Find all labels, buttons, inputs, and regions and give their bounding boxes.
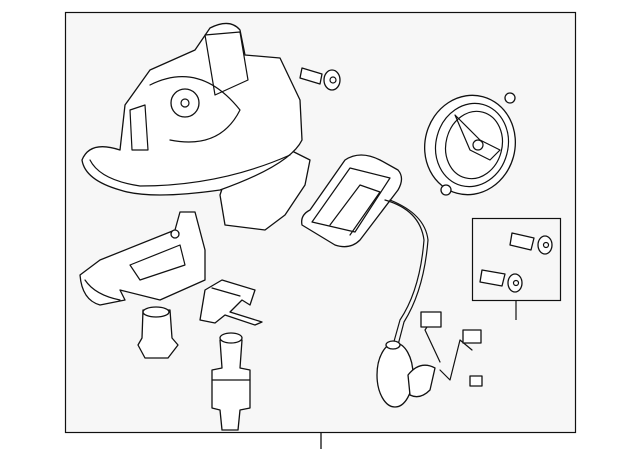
turn-signal-lamp	[79, 211, 206, 306]
bracket	[199, 279, 263, 326]
actuator	[211, 332, 251, 431]
mirror-pad-with-harness	[301, 154, 483, 408]
bolt-kit-lower	[479, 269, 523, 293]
speaker	[423, 92, 517, 196]
lamp-socket	[137, 306, 179, 359]
bolt-top	[299, 67, 341, 91]
mirror-housing	[81, 22, 311, 231]
bolt-kit-upper	[509, 232, 553, 255]
